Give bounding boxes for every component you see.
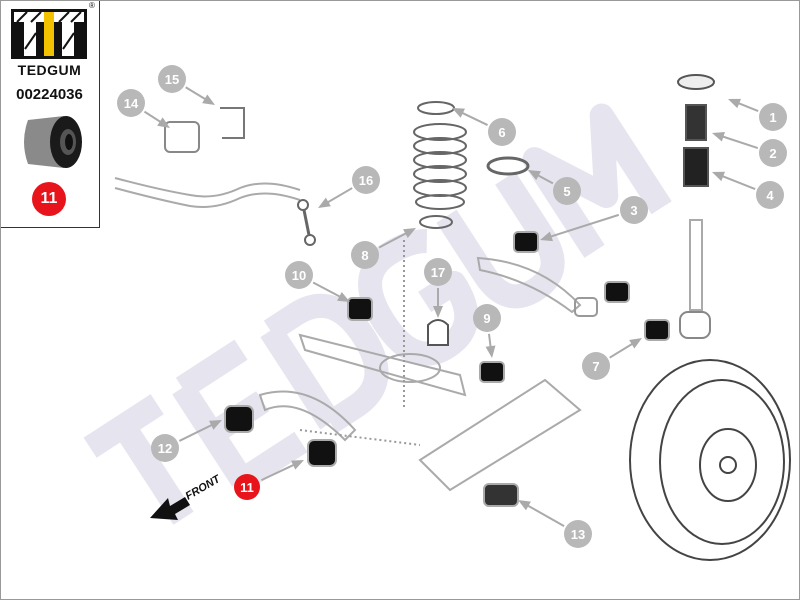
callout-circle [756,181,784,209]
callout-circle [117,89,145,117]
callout-arrow-line [609,341,636,359]
callout-number: 12 [158,441,172,456]
callout-arrow-line [719,174,756,191]
arrowhead [452,108,465,118]
callout-17: 17 [424,258,452,318]
shock-absorber [677,74,715,339]
callout-circle [759,139,787,167]
callout-2: 2 [712,131,787,167]
callout-circle [553,177,581,205]
callout-number: 13 [571,527,585,542]
callout-6: 6 [452,108,516,146]
callout-14: 14 [117,89,170,128]
callout-number: 6 [498,125,505,140]
callout-number: 1 [769,110,776,125]
callout-circle [759,103,787,131]
callout-4: 4 [712,171,784,209]
callout-arrow-line [324,187,353,205]
callout-7: 7 [582,338,642,380]
wheel [629,359,791,561]
lower-arms [224,240,670,507]
stabilizer-bar [114,107,316,246]
callout-circle [158,65,186,93]
arrowhead [157,117,170,128]
callout-15: 15 [158,65,215,105]
front-label: FRONT [184,473,224,503]
arrowhead [209,420,222,430]
highlight-badge: 11 [32,182,66,216]
callout-number: 3 [630,203,637,218]
callout-number: 11 [240,480,254,495]
callout-arrow-line [547,213,620,239]
callout-arrow-line [261,462,298,482]
arrowhead [403,228,416,239]
callout-5: 5 [528,170,581,205]
arrowhead [518,500,531,511]
watermark [83,103,672,525]
callout-number: 8 [361,248,368,263]
callout-number: 15 [165,72,179,87]
callout-number: 10 [292,268,306,283]
callout-number: 2 [769,146,776,161]
callout-circle [473,304,501,332]
arrowhead [712,131,725,142]
callout-circle [564,520,592,548]
callout-16: 16 [318,166,380,208]
callout-13: 13 [518,500,592,548]
registered-mark: ® [89,1,95,10]
brand-name: TEDGUM [17,62,82,78]
callout-number: 7 [592,359,599,374]
callout-number: 17 [431,265,445,280]
callout-circle [151,434,179,462]
arrowhead [728,98,741,109]
callout-arrow-line [185,86,209,102]
arrowhead [528,170,541,181]
callout-number: 9 [483,311,490,326]
upper-control-arm [476,231,630,317]
part-number: 00224036 [16,86,83,103]
callout-3: 3 [540,196,648,242]
callout-number: 16 [359,173,373,188]
callout-number: 14 [124,96,139,111]
callout-circle [234,474,260,500]
arrowhead [712,171,725,182]
callout-1: 1 [728,98,787,131]
callout-arrow-line [178,422,216,442]
callout-12: 12 [151,420,222,462]
callout-arrow-line [735,101,759,112]
callout-number: 4 [766,188,774,203]
arrowhead [202,94,215,105]
callout-circle [488,118,516,146]
callout-number: 5 [563,184,570,199]
brand-panel: ® TEDGUM 00224036 11 [0,0,100,228]
callout-arrow-line [524,503,565,527]
arrowhead [540,231,553,242]
callout-arrow-line [312,281,344,300]
arrowhead [485,345,496,358]
callout-circle [351,241,379,269]
arrowhead [337,291,350,302]
callout-circle [285,261,313,289]
arrowhead [433,306,443,318]
arrowhead [318,197,331,208]
callout-11: 11 [234,460,304,500]
callout-arrow-line [719,134,759,149]
arrowhead [629,338,642,349]
bushing-photo [24,116,82,168]
callout-circle [424,258,452,286]
arrowhead [291,460,304,470]
callout-8: 8 [351,228,416,269]
callout-circle [620,196,648,224]
tedgum-logo [11,9,87,59]
callout-10: 10 [285,261,350,302]
coil-spring [413,101,530,229]
callout-arrow-line [378,230,410,249]
callout-9: 9 [473,304,501,358]
callout-circle [352,166,380,194]
callout-arrow-line [458,110,489,126]
callout-circle [582,352,610,380]
